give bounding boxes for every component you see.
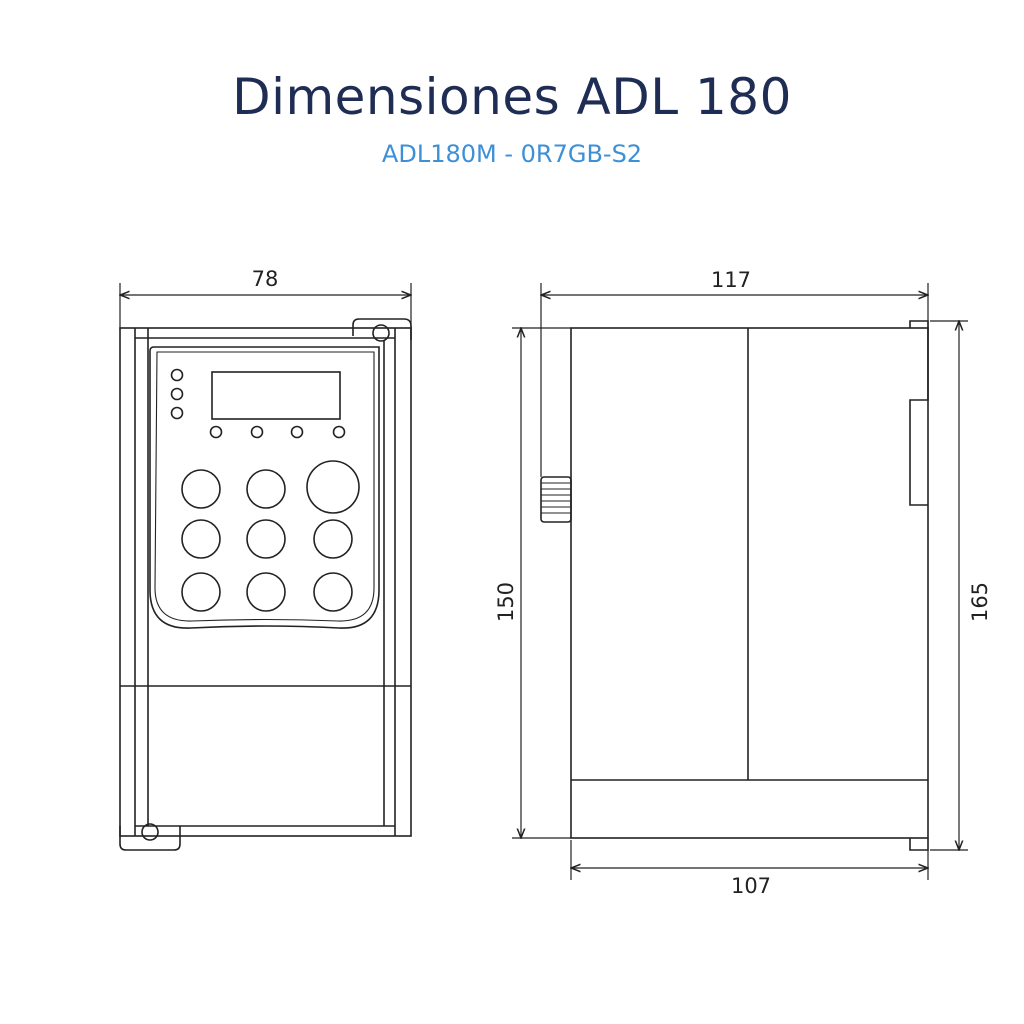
led-indicator-2 <box>170 387 184 401</box>
mounting-hole-bottom <box>141 823 159 841</box>
dim-label-150: 150 <box>494 582 518 622</box>
dimension-height-165 <box>930 321 968 850</box>
dim-label-78: 78 <box>252 267 279 291</box>
page-subtitle: ADL180M - 0R7GB-S2 <box>381 140 643 168</box>
led-status-3 <box>290 425 304 439</box>
keypad-button-4 <box>181 519 221 559</box>
dim-label-165: 165 <box>968 582 992 622</box>
page-title: Dimensiones ADL 180 <box>232 68 792 126</box>
keypad-button-8 <box>246 572 286 612</box>
keypad-button-5 <box>246 519 286 559</box>
dimension-depth-107 <box>571 840 928 880</box>
led-status-4 <box>332 425 346 439</box>
led-status-2 <box>250 425 264 439</box>
led-indicator-3 <box>170 406 184 420</box>
keypad-button-2 <box>246 469 286 509</box>
led-status-1 <box>209 425 223 439</box>
dimension-height-150 <box>512 328 571 838</box>
front-view: 78 <box>120 267 411 851</box>
display-screen <box>211 371 341 420</box>
keypad-button-1 <box>181 469 221 509</box>
keypad-button-7 <box>181 572 221 612</box>
keypad-button-3 <box>306 460 360 514</box>
mounting-hole-top <box>372 324 390 342</box>
keypad-knob-side <box>540 476 572 523</box>
keypad-panel <box>149 346 380 629</box>
keypad-button-9 <box>313 572 353 612</box>
dim-label-107: 107 <box>731 874 771 898</box>
keypad-button-6 <box>313 519 353 559</box>
led-indicator-1 <box>170 368 184 382</box>
dim-label-117: 117 <box>711 268 751 292</box>
side-view: 117 150 165 107 <box>494 268 992 898</box>
